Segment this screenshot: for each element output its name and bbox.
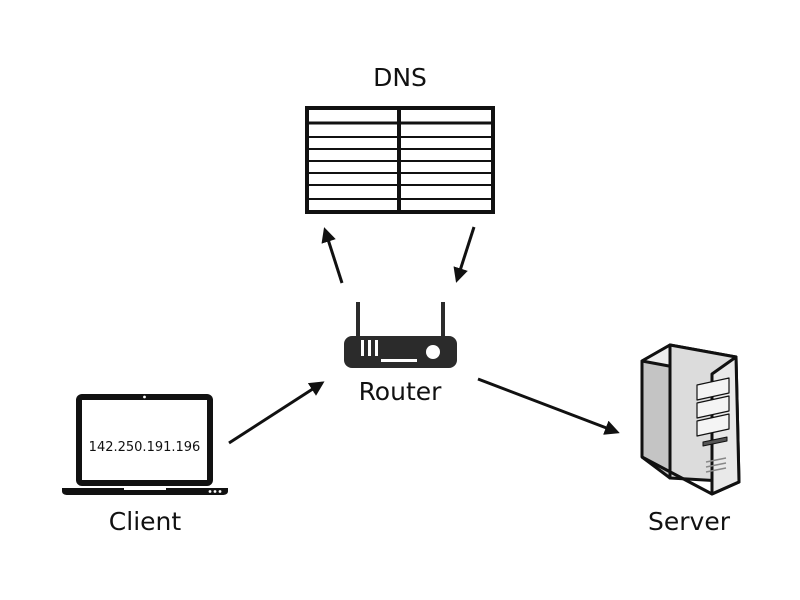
server-node: Server: [640, 343, 741, 536]
arrow-client-to-router: [228, 381, 325, 445]
server-label: Server: [648, 507, 731, 536]
laptop-icon: [62, 394, 228, 495]
client-ip-address: 142.250.191.196: [89, 440, 201, 455]
dns-node: DNS: [305, 63, 495, 214]
arrow-dns-to-router: [453, 226, 476, 283]
arrow-router-to-server: [477, 377, 620, 435]
connection-arrows: [228, 226, 620, 445]
client-label: Client: [109, 507, 182, 536]
client-node: 142.250.191.196 Client: [62, 394, 228, 536]
server-tower-icon: [640, 343, 741, 496]
arrow-router-to-dns: [321, 227, 344, 284]
dns-label: DNS: [373, 63, 427, 92]
router-label: Router: [359, 377, 443, 406]
dns-table-icon: [305, 106, 495, 214]
router-node: Router: [344, 302, 457, 406]
router-icon: [344, 302, 457, 368]
